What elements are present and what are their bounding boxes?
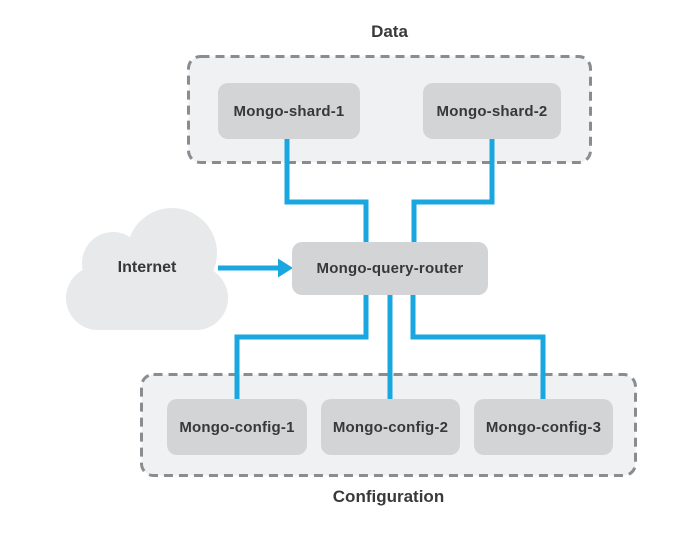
connector-router-to-config3 (410, 291, 546, 403)
node-mongo-shard-2: Mongo-shard-2 (423, 83, 561, 139)
data-group-label: Data (371, 22, 408, 41)
connector-shard1-to-router (284, 136, 369, 246)
configuration-group-label: Configuration (332, 487, 445, 506)
internet-label: Internet (117, 259, 177, 276)
node-mongo-config-2: Mongo-config-2 (321, 399, 460, 455)
internet-cloud-icon (66, 208, 228, 330)
node-mongo-shard-1: Mongo-shard-1 (218, 83, 360, 139)
right-arrow-icon (218, 258, 293, 278)
node-mongo-config-1: Mongo-config-1 (167, 399, 307, 455)
connector-shard2-to-router (411, 136, 495, 246)
node-mongo-query-router: Mongo-query-router (292, 242, 488, 295)
node-mongo-config-3: Mongo-config-3 (474, 399, 613, 455)
connector-router-to-config1 (234, 291, 369, 403)
